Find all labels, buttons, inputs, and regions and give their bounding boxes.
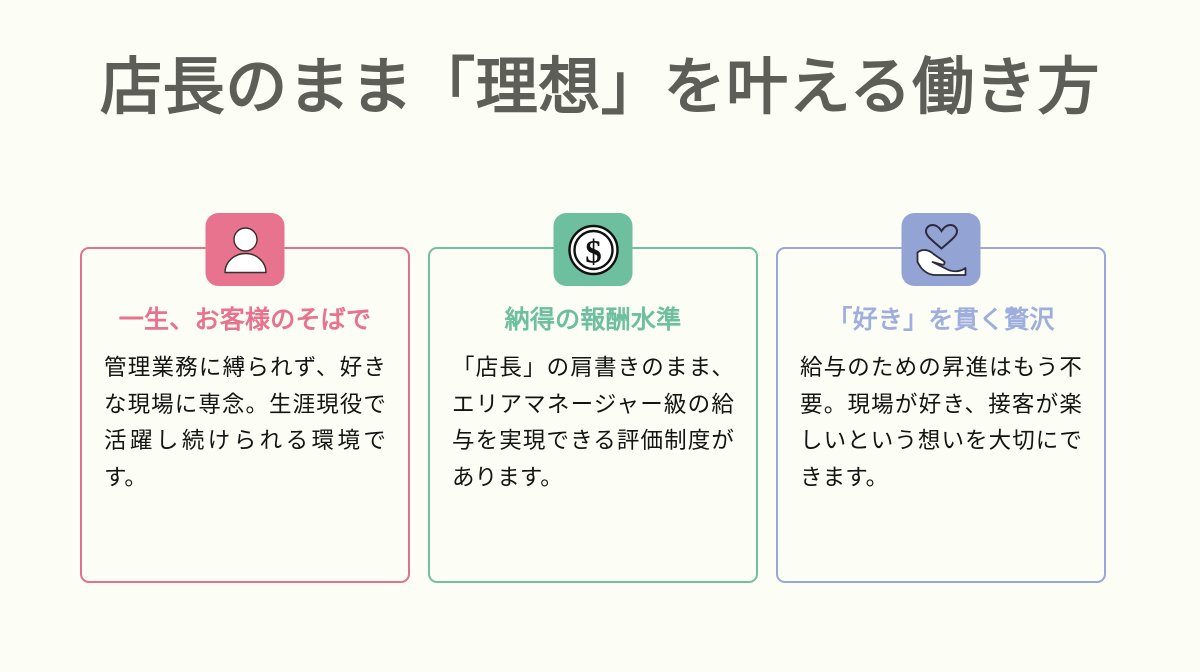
feature-card-row: 一生、お客様のそばで 管理業務に縛られず、好きな現場に専念。生涯現役で活躍し続け… [80, 213, 1106, 583]
svg-text:$: $ [585, 234, 602, 270]
dollar-coin-icon-badge: $ [553, 213, 633, 286]
page-title: 店長のまま「理想」を叶える働き方 [99, 53, 1101, 122]
dollar-coin-icon: $ [566, 223, 620, 277]
title-container: 店長のまま「理想」を叶える働き方 [0, 52, 1200, 123]
feature-card-1: 一生、お客様のそばで 管理業務に縛られず、好きな現場に専念。生涯現役で活躍し続け… [80, 213, 410, 583]
card-heading-1: 一生、お客様のそばで [118, 306, 372, 334]
card-heading-3: 「好き」を貫く贅沢 [827, 306, 1055, 334]
card-body-1: 管理業務に縛られず、好きな現場に専念。生涯現役で活躍し続けられる環境です。 [104, 355, 386, 490]
feature-card-2: $ 納得の報酬水準 「店長」の肩書きのまま、エリアマネージャー級の給与を実現でき… [428, 213, 758, 583]
card-heading-2: 納得の報酬水準 [504, 306, 682, 334]
card-body-3: 給与のための昇進はもう不要。現場が好き、接客が楽しいという想いを大切にできます。 [800, 355, 1082, 490]
feature-card-3: 「好き」を貫く贅沢 給与のための昇進はもう不要。現場が好き、接客が楽しいという想… [776, 213, 1106, 583]
card-body-2: 「店長」の肩書きのまま、エリアマネージャー級の給与を実現できる評価制度があります… [452, 355, 734, 490]
person-icon [221, 225, 269, 275]
hand-holding-heart-icon [913, 223, 969, 276]
person-icon-badge [205, 213, 285, 286]
hand-holding-heart-icon-badge [901, 213, 981, 286]
